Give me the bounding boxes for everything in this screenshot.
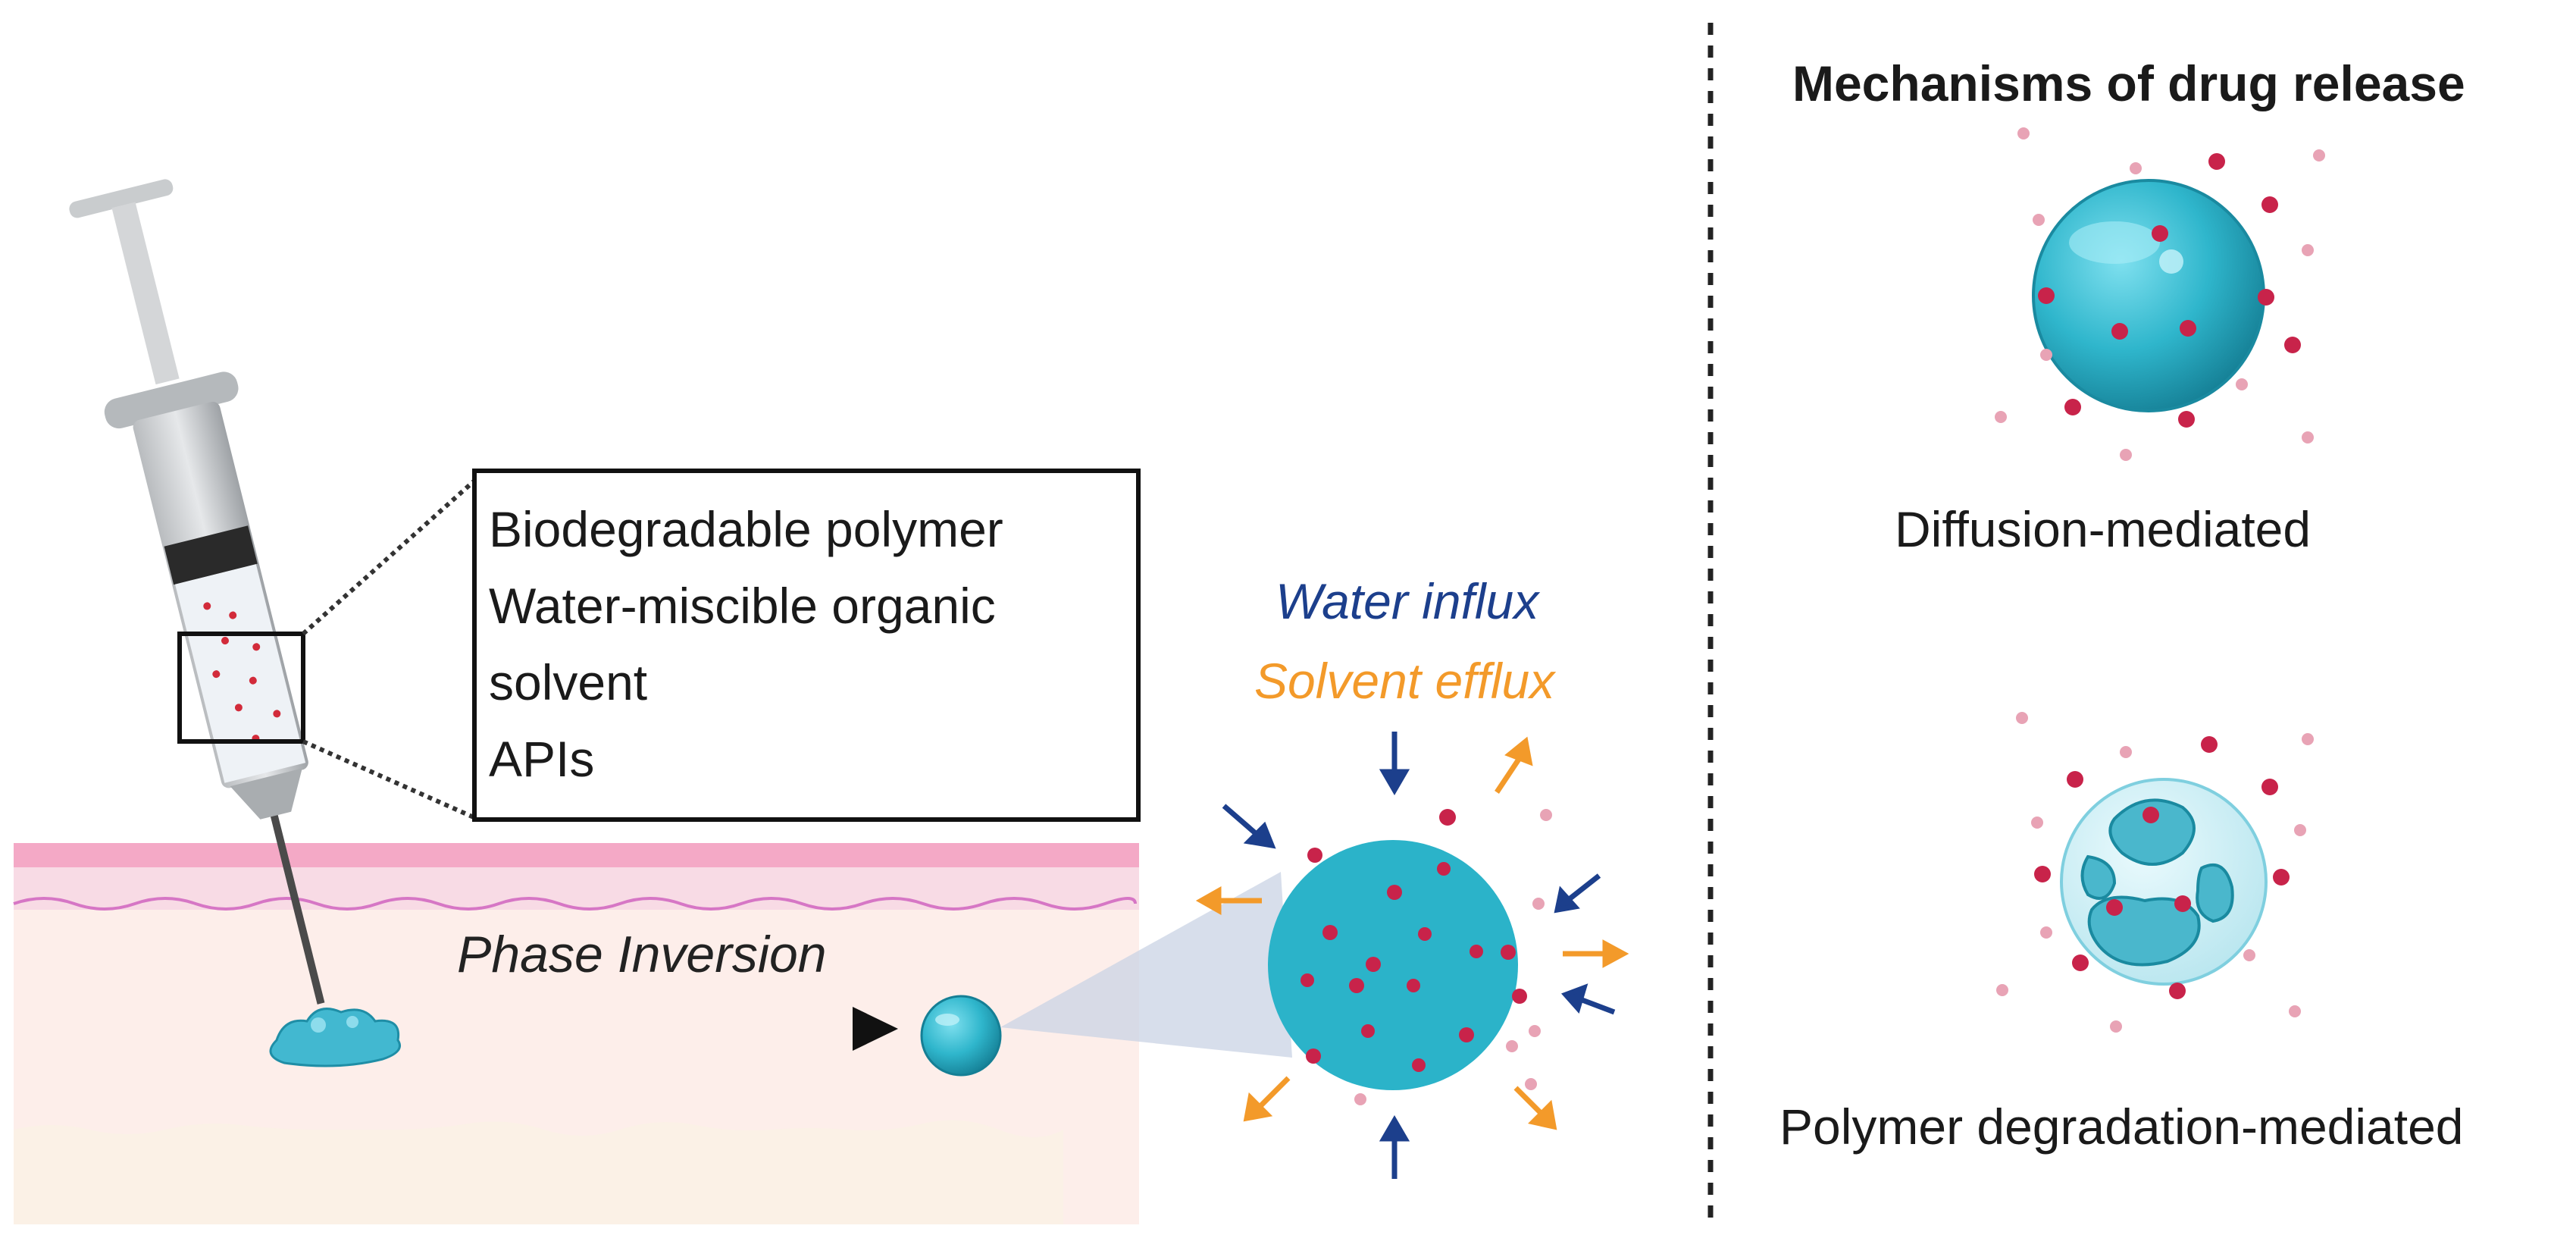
barrel-liquid bbox=[175, 564, 306, 783]
formulation-line-4: APIs bbox=[489, 731, 595, 787]
depot-blob-icon bbox=[269, 1008, 401, 1067]
plunger-stopper bbox=[164, 525, 258, 585]
syringe-icon bbox=[69, 179, 325, 1005]
phase-inversion-label: Phase Inversion bbox=[457, 926, 827, 983]
drug-particles-outside bbox=[1354, 809, 1552, 1105]
formulation-line-2: Water-miscible organic bbox=[489, 578, 996, 634]
solvent-efflux-label: Solvent efflux bbox=[1254, 653, 1555, 709]
drug-dots-in-syringe bbox=[203, 602, 281, 743]
efflux-arrow-icon bbox=[1195, 736, 1629, 1130]
diffusion-label: Diffusion-mediated bbox=[1895, 501, 2312, 557]
degradation-sphere-icon bbox=[1996, 712, 2314, 1033]
barrel-tip bbox=[230, 768, 302, 820]
zoom-cone bbox=[1000, 872, 1292, 1058]
skin-epidermis bbox=[14, 864, 1139, 910]
needle bbox=[270, 815, 325, 1005]
influx-arrow-icon bbox=[1222, 732, 1616, 1179]
drug-particles-inside bbox=[1301, 848, 1516, 1072]
degradation-label: Polymer degradation-mediated bbox=[1779, 1099, 2464, 1155]
water-influx-label: Water influx bbox=[1275, 573, 1539, 629]
skin-stratum bbox=[14, 843, 1139, 867]
zoom-box bbox=[177, 632, 305, 744]
formulation-line-3: solvent bbox=[489, 654, 648, 710]
diffusion-sphere-icon bbox=[1995, 127, 2325, 461]
small-microsphere-icon bbox=[920, 995, 1002, 1077]
mechanisms-title: Mechanisms of drug release bbox=[1792, 55, 2465, 111]
plunger-head bbox=[69, 179, 174, 218]
zoom-line-bottom bbox=[302, 739, 475, 820]
zoom-line-top bbox=[302, 479, 475, 636]
phase-inversion-arrowhead bbox=[853, 1007, 898, 1051]
skin-fat-layer bbox=[14, 1120, 1063, 1224]
barrel-flange bbox=[104, 371, 239, 429]
skin-wavy-line bbox=[13, 897, 1137, 911]
formulation-line-1: Biodegradable polymer bbox=[489, 501, 1003, 557]
plunger-rod bbox=[111, 202, 180, 385]
microsphere-icon bbox=[1195, 732, 1629, 1179]
formulation-box bbox=[472, 469, 1141, 822]
formulation-list: Biodegradable polymer Water-miscible org… bbox=[489, 491, 1003, 798]
